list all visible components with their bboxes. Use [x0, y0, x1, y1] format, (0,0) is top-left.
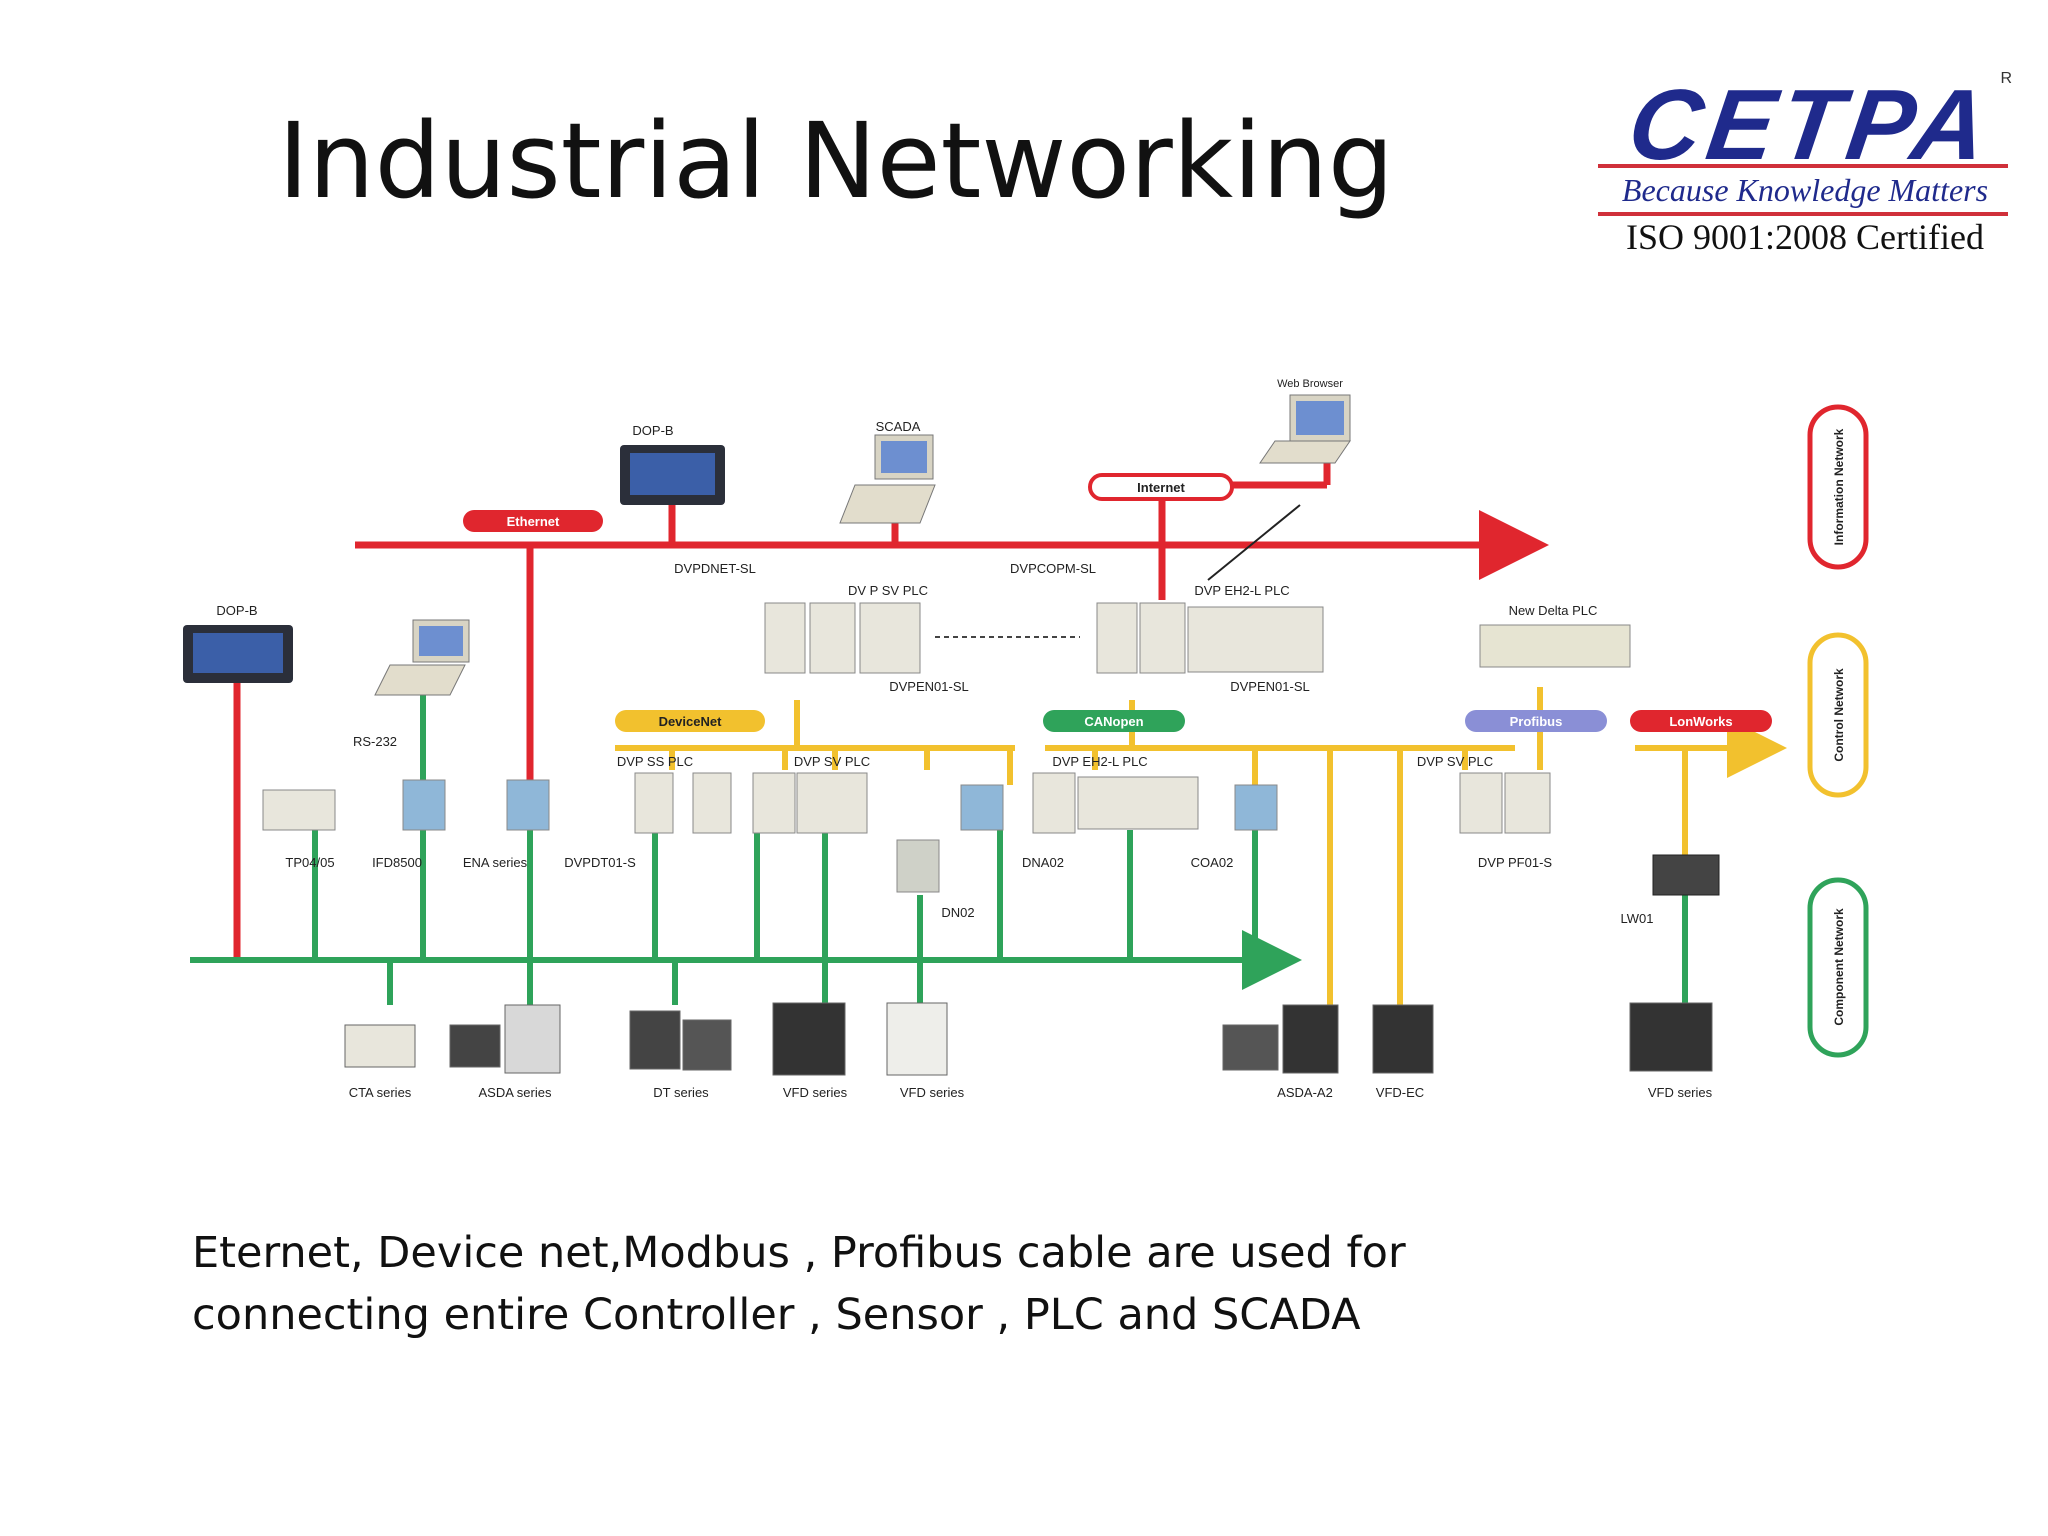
label-dvpdnet: DVPDNET-SL	[674, 561, 756, 576]
lonworks-pill: LonWorks	[1630, 710, 1772, 732]
canopen-label: CANopen	[1084, 714, 1143, 729]
profibus-label: Profibus	[1510, 714, 1563, 729]
label-scada: SCADA	[876, 419, 921, 434]
label-dn02: DN02	[941, 905, 974, 920]
label-new-delta-plc: New Delta PLC	[1509, 603, 1598, 618]
information-network-capsule: Information Network	[1807, 404, 1869, 570]
label-dvpdt01: DVPDT01-S	[564, 855, 636, 870]
drives-row	[344, 1002, 1713, 1076]
ethernet-pill: Ethernet	[463, 510, 603, 532]
logo-certification: ISO 9001:2008 Certified	[1626, 217, 1984, 257]
component-network-label: Component Network	[1832, 908, 1846, 1026]
label-vfd-a: VFD series	[783, 1085, 848, 1100]
canopen-pill: CANopen	[1043, 710, 1185, 732]
devicenet-label: DeviceNet	[659, 714, 723, 729]
label-dvp-eh2-mid: DVP EH2-L PLC	[1052, 754, 1147, 769]
profibus-pill: Profibus	[1465, 710, 1607, 732]
label-asda: ASDA series	[479, 1085, 552, 1100]
slide-title: Industrial Networking	[278, 100, 1394, 222]
ethernet-label: Ethernet	[507, 514, 560, 529]
caption-line-1: Eternet, Device net,Modbus , Profibus ca…	[192, 1228, 1406, 1278]
rs232-computer	[374, 619, 470, 696]
label-dvp-ss-plc: DVP SS PLC	[617, 754, 693, 769]
caption: Eternet, Device net,Modbus , Profibus ca…	[192, 1222, 1406, 1346]
hmi-screen-top	[620, 445, 725, 505]
label-vfd-ec: VFD-EC	[1376, 1085, 1424, 1100]
label-coa02: COA02	[1191, 855, 1234, 870]
plc-cluster-top-left	[764, 602, 921, 674]
label-dvp-sv-plc-top: DV P SV PLC	[848, 583, 928, 598]
internet-pill: Internet	[1088, 473, 1234, 501]
label-dop-b-top: DOP-B	[632, 423, 673, 438]
information-network-label: Information Network	[1832, 428, 1846, 545]
hmi-screen-left	[183, 625, 293, 683]
new-delta-plc	[1479, 624, 1631, 668]
label-lw01: LW01	[1621, 911, 1654, 926]
label-dna02: DNA02	[1022, 855, 1064, 870]
caption-line-2: connecting entire Controller , Sensor , …	[192, 1290, 1361, 1340]
label-dop-b-left: DOP-B	[216, 603, 257, 618]
label-ifd8500: IFD8500	[372, 855, 422, 870]
label-ena: ENA series	[463, 855, 528, 870]
internet-link-arrow	[1207, 504, 1301, 581]
logo-registered-mark: R	[2000, 70, 2012, 87]
label-rs232: RS-232	[353, 734, 397, 749]
label-dvp-sv-plc-right: DVP SV PLC	[1417, 754, 1493, 769]
label-dvpen01-b: DVPEN01-SL	[1230, 679, 1309, 694]
control-network-capsule: Control Network	[1807, 632, 1869, 798]
web-browser-computer	[1259, 394, 1351, 464]
label-tp04: TP04/05	[285, 855, 334, 870]
network-diagram: Ethernet Internet DeviceNet CANopen Prof…	[183, 378, 1869, 1100]
scada-computer	[839, 434, 936, 524]
plc-cluster-top-right	[1096, 602, 1324, 674]
lonworks-label: LonWorks	[1669, 714, 1732, 729]
label-asda-a2: ASDA-A2	[1277, 1085, 1333, 1100]
control-network-label: Control Network	[1832, 668, 1846, 762]
label-dvp-sv-plc-mid: DVP SV PLC	[794, 754, 870, 769]
ethernet-bus	[233, 463, 1549, 960]
label-dvpcopm: DVPCOPM-SL	[1010, 561, 1096, 576]
label-vfd-c: VFD series	[1648, 1085, 1713, 1100]
field-devices	[262, 772, 1720, 896]
label-dvp-eh2-top: DVP EH2-L PLC	[1194, 583, 1289, 598]
device-labels: DOP-B SCADA Web Browser DVPDNET-SL DV P …	[216, 378, 1712, 1100]
devicenet-pill: DeviceNet	[615, 710, 765, 732]
logo-rule-top	[1598, 164, 2008, 168]
logo-rule-bottom	[1598, 212, 2008, 216]
label-cta: CTA series	[349, 1085, 412, 1100]
label-dvpen01-a: DVPEN01-SL	[889, 679, 968, 694]
internet-label: Internet	[1137, 480, 1185, 495]
component-network-capsule: Component Network	[1807, 877, 1869, 1058]
logo-tagline: Because Knowledge Matters	[1621, 172, 1989, 208]
label-web-browser: Web Browser	[1277, 378, 1343, 390]
label-vfd-b: VFD series	[900, 1085, 965, 1100]
label-dvppf01: DVP PF01-S	[1478, 855, 1553, 870]
cetpa-logo: CETPA R Because Knowledge Matters ISO 90…	[1590, 60, 2020, 275]
label-dt: DT series	[653, 1085, 709, 1100]
component-bus	[190, 665, 1688, 1005]
